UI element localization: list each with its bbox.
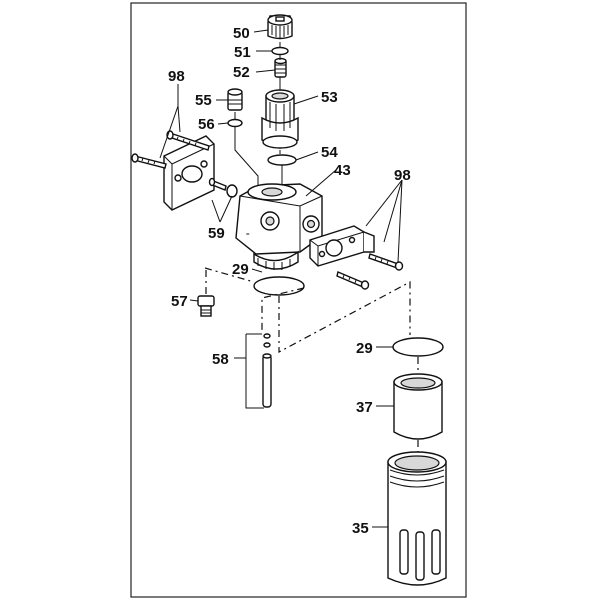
callout-29-upper: 29 bbox=[232, 261, 249, 278]
callout-50: 50 bbox=[233, 25, 250, 42]
part-52-screw bbox=[274, 57, 287, 78]
callout-43: 43 bbox=[334, 162, 351, 179]
callout-51: 51 bbox=[234, 44, 251, 61]
callout-98-right: 98 bbox=[394, 167, 411, 184]
right-screw-upper bbox=[368, 253, 404, 271]
callout-53: 53 bbox=[321, 89, 338, 106]
part-37-bowl-insert bbox=[393, 373, 443, 440]
figure-border bbox=[130, 2, 467, 598]
part-58-drain-tube bbox=[262, 333, 272, 408]
right-screw-lower bbox=[336, 271, 370, 290]
part-29-o-ring-upper bbox=[253, 276, 305, 296]
callout-29-lower: 29 bbox=[356, 340, 373, 357]
callout-labels: 50 51 52 53 54 43 55 56 98 98 59 29 57 5… bbox=[168, 25, 411, 537]
callout-52: 52 bbox=[233, 64, 250, 81]
callout-37: 37 bbox=[356, 399, 373, 416]
svg-text:=: = bbox=[246, 232, 250, 238]
assembly-lines bbox=[204, 42, 419, 452]
part-55-plug bbox=[227, 88, 243, 111]
part-51-o-ring bbox=[271, 46, 289, 56]
part-35-bowl-guard bbox=[387, 451, 447, 586]
callout-59: 59 bbox=[208, 225, 225, 242]
left-screw-lower bbox=[131, 153, 167, 169]
callout-57: 57 bbox=[171, 293, 188, 310]
part-57-fitting bbox=[197, 295, 215, 317]
left-mounting-bracket bbox=[163, 135, 215, 211]
callout-55: 55 bbox=[195, 92, 212, 109]
part-54-o-ring bbox=[267, 154, 297, 166]
right-mounting-bracket bbox=[309, 225, 375, 267]
callout-56: 56 bbox=[198, 116, 215, 133]
left-screw-upper bbox=[166, 130, 210, 151]
part-43-regulator-body: = bbox=[235, 183, 323, 270]
part-50-knob bbox=[267, 14, 293, 40]
part-56-o-ring bbox=[227, 118, 243, 128]
callout-58: 58 bbox=[212, 351, 229, 368]
leader-lines bbox=[159, 29, 403, 528]
part-29-o-ring-lower bbox=[392, 337, 444, 357]
part-53-bonnet bbox=[261, 89, 299, 149]
callout-54: 54 bbox=[321, 144, 338, 161]
callout-35: 35 bbox=[352, 520, 369, 537]
callout-98-left: 98 bbox=[168, 68, 185, 85]
